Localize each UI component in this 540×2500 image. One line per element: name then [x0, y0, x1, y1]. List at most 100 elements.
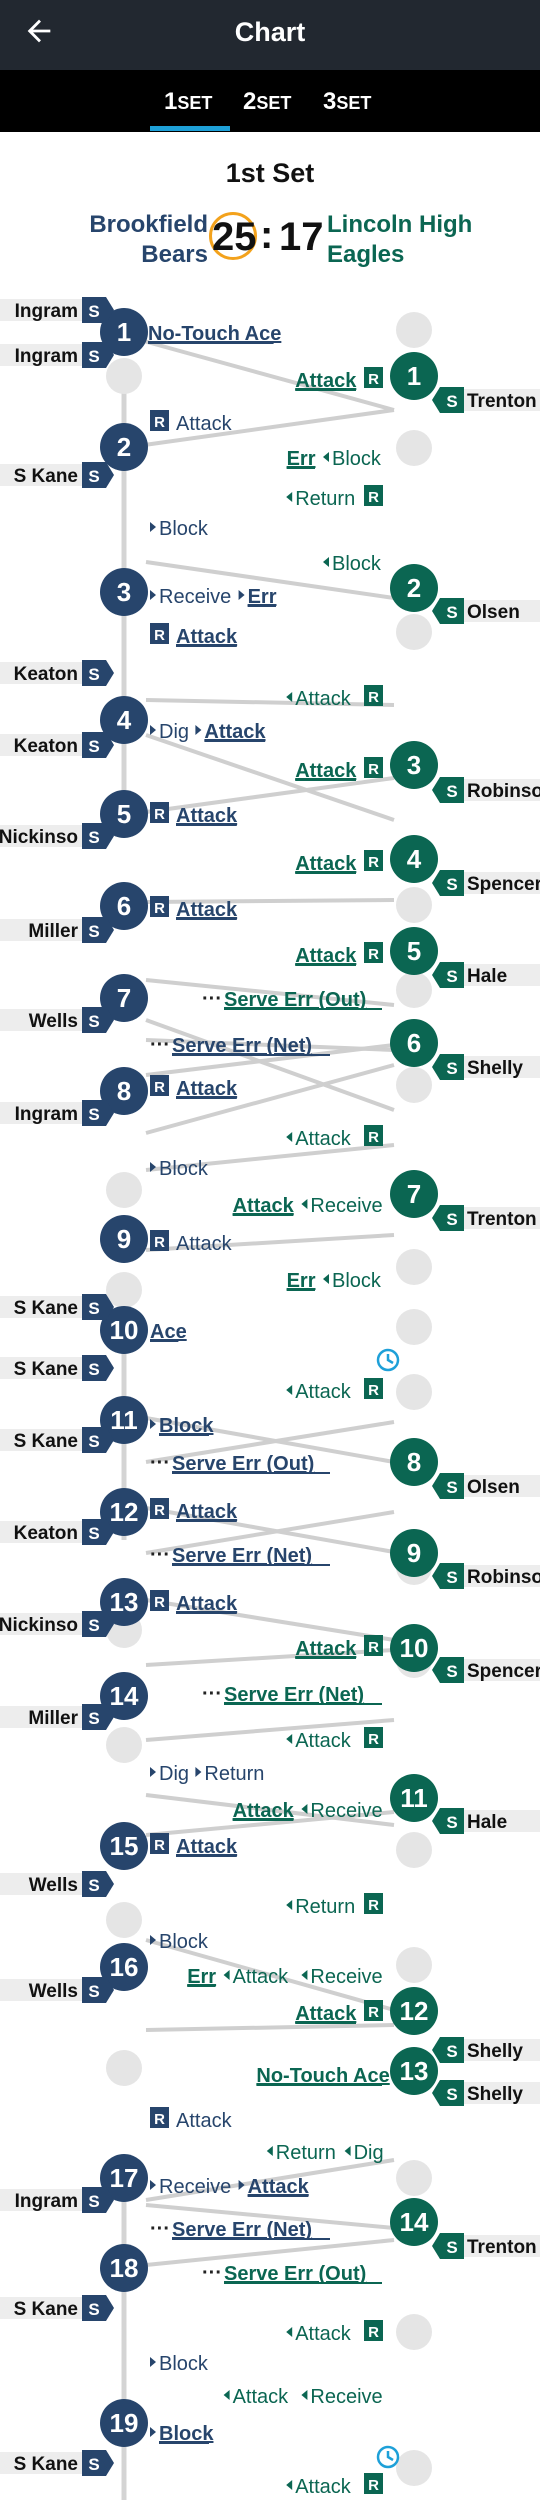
- away-team-name: Lincoln High Eagles: [327, 210, 472, 270]
- home-player-name: Ingram: [15, 1104, 78, 1125]
- player-badge-bg: [82, 1007, 106, 1033]
- serve-highlight-ring: [209, 212, 257, 260]
- player-badge-letter: S: [446, 1478, 457, 1497]
- rally-badge-letter: R: [368, 946, 379, 963]
- player-badge-tip: [106, 2295, 114, 2321]
- connector-line: [145, 1063, 395, 1135]
- home-point-circle: [100, 974, 148, 1022]
- away-point-number: 2: [407, 573, 421, 603]
- rally-badge-bg: [150, 802, 169, 823]
- player-badge-tip: [106, 1355, 114, 1381]
- away-point-circle: [390, 1019, 438, 1067]
- player-badge-letter: S: [88, 2300, 99, 2319]
- rally-badge-letter: R: [154, 1502, 165, 1519]
- home-action-label: No-Touch Ace: [148, 323, 281, 345]
- player-tag-bg: [0, 1102, 82, 1124]
- home-action-label: ···Serve Err (Net): [150, 1034, 330, 1057]
- player-tag-bg: [0, 1521, 82, 1543]
- player-badge-tip: [106, 732, 114, 758]
- away-player-name: Hale: [467, 1812, 507, 1833]
- home-point-number: 6: [117, 891, 131, 921]
- home-player-name: Ingram: [15, 2191, 78, 2212]
- rally-badge-bg: [150, 410, 169, 431]
- clock-face: [376, 1348, 400, 1372]
- player-tag-bg: [464, 779, 540, 801]
- player-badge-tip: [106, 1977, 114, 2003]
- away-player-name: Robinso: [467, 781, 540, 802]
- arrow-icon: [150, 1767, 156, 1777]
- action-text: Err: [248, 586, 277, 608]
- arrow-icon: [301, 1970, 308, 1980]
- away-point-number: 10: [400, 1633, 429, 1663]
- action-text: No-Touch Ace: [148, 323, 281, 345]
- action-text: Return: [204, 1763, 264, 1785]
- tab-set-2[interactable]: 2SET: [243, 88, 291, 116]
- player-tag-bg: [0, 299, 82, 321]
- action-text: Attack: [295, 945, 357, 967]
- connector-line: [145, 1793, 395, 1827]
- arrow-icon: [323, 452, 329, 462]
- player-badge-letter: S: [446, 1059, 457, 1078]
- action-text: Attack: [248, 2176, 310, 2198]
- home-point-circle: [100, 568, 148, 616]
- home-action-label: Block: [150, 2353, 209, 2375]
- arrow-icon: [150, 522, 156, 532]
- rally-badge-letter: R: [368, 1731, 379, 1748]
- action-text: Attack: [295, 370, 357, 392]
- home-point-number: 14: [110, 1681, 139, 1711]
- home-player-name: S Kane: [14, 2299, 78, 2320]
- player-tag-bg: [0, 1613, 82, 1635]
- rally-badge-letter: R: [368, 371, 379, 388]
- away-point-circle: [390, 2047, 438, 2095]
- action-text: Block: [159, 1931, 209, 1953]
- player-tag-bg: [0, 1706, 82, 1728]
- rally-badge-letter: R: [154, 1079, 165, 1096]
- home-point-number: 12: [110, 1497, 139, 1527]
- home-point-circle: [100, 2154, 148, 2202]
- away-action-label: ···Serve Err (Out): [202, 988, 382, 1011]
- home-player-name: Wells: [29, 1981, 78, 2002]
- arrow-icon: [301, 1804, 308, 1814]
- away-point-circle: [390, 1774, 438, 1822]
- tab-set-2-suffix: SET: [256, 93, 292, 113]
- tab-set-3-number: 3: [323, 88, 337, 115]
- home-point-number: 18: [110, 2253, 139, 2283]
- player-badge-tip: [106, 297, 114, 323]
- player-badge-bg: [82, 2187, 106, 2213]
- player-badge-letter: S: [88, 1012, 99, 1031]
- connector-line: [145, 1043, 395, 1077]
- tab-set-1-suffix: SET: [177, 93, 213, 113]
- player-badge-bg: [432, 1657, 464, 1683]
- home-player-name: Wells: [29, 1011, 78, 1032]
- rally-badge-letter: R: [154, 806, 165, 823]
- home-point-number: 19: [110, 2408, 139, 2438]
- away-point-number: 9: [407, 1538, 421, 1568]
- arrow-left-icon[interactable]: [22, 14, 56, 48]
- home-action-label: Block: [150, 1931, 209, 1953]
- player-badge-tip: [106, 1294, 114, 1320]
- action-text: Receive: [159, 586, 231, 608]
- connector-line: [145, 1810, 395, 1837]
- empty-rally-dot: [396, 430, 432, 466]
- player-badge-bg: [432, 1473, 464, 1499]
- empty-rally-dot: [396, 2314, 432, 2350]
- player-badge-letter: S: [88, 1360, 99, 1379]
- home-point-number: 15: [110, 1831, 139, 1861]
- home-player-name: Ingram: [15, 346, 78, 367]
- tab-set-1[interactable]: 1SET: [164, 88, 212, 116]
- away-player-name: Trenton: [467, 1209, 537, 1230]
- away-point-number: 7: [407, 1179, 421, 1209]
- player-badge-letter: S: [88, 1105, 99, 1124]
- connector-line: [145, 898, 395, 904]
- player-badge-letter: S: [446, 392, 457, 411]
- tab-set-3[interactable]: 3SET: [323, 88, 371, 116]
- player-badge-bg: [82, 297, 106, 323]
- empty-rally-dot: [396, 1374, 432, 1410]
- away-score: 17: [279, 215, 324, 259]
- action-text: Block: [159, 518, 209, 540]
